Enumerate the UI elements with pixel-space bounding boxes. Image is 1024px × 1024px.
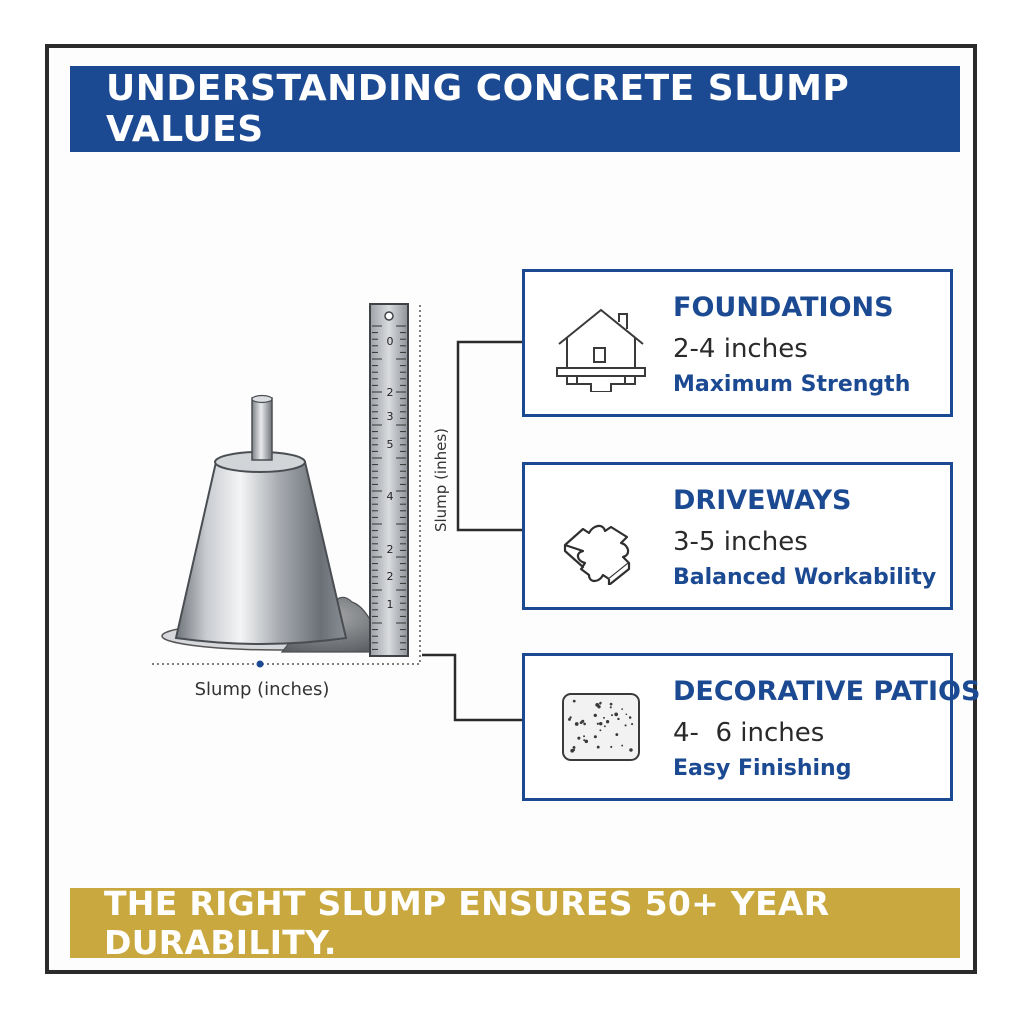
speckle [624,724,627,727]
speckle [584,739,589,744]
speckle [599,702,602,705]
ruler-tick-label: 2 [387,386,394,399]
ruler-tick-label: 2 [387,570,394,583]
speckle [599,729,602,732]
speckle [583,722,586,726]
ruler-tick-label: 1 [387,598,394,611]
slump-cone [174,461,348,645]
measuring-ruler [369,303,409,657]
speckle [596,722,599,725]
house-foundation-icon [556,308,646,392]
speckle [599,721,603,726]
base-axis-label: Slump (inches) [195,679,330,700]
speckled-slab-icon [562,693,640,761]
card-driveways: DRIVEWAYS 3-5 inches Balanced Workabilit… [522,462,953,610]
speckle [611,714,613,717]
speckle [625,713,628,716]
ruler-tick-label: 0 [387,335,394,348]
paver-puzzle-icon [563,524,631,585]
speckle [617,717,620,721]
speckle [573,748,576,752]
ruler-hang-hole [384,311,394,321]
card-slump-range: 4- 6 inches [673,718,825,748]
speckle [621,708,623,710]
card-title: DRIVEWAYS [673,485,852,516]
speckle [605,720,610,724]
speckle [603,725,606,728]
speckle [593,713,597,718]
speckle [621,744,624,747]
speckle [577,736,581,740]
speckle [610,745,613,749]
rod-top [251,394,273,404]
card-title: FOUNDATIONS [673,292,894,323]
speckle [583,739,586,742]
speckle [609,706,612,709]
speckle [574,722,579,726]
ruler-tick-label: 2 [387,543,394,556]
ruler-axis-label: Slump (inhes) [432,428,450,532]
card-benefit: Maximum Strength [673,372,911,397]
speckle [615,733,619,736]
speckle [631,723,634,726]
speckle [628,716,632,719]
speckle [597,705,601,709]
speckle [572,746,576,749]
tamping-rod [251,397,273,461]
speckle [614,712,619,717]
speckle [603,716,605,719]
page-title: UNDERSTANDING CONCRETE SLUMP VALUES [106,68,850,150]
speckle [596,745,600,749]
card-slump-range: 3-5 inches [673,527,808,557]
speckle [572,699,576,703]
card-benefit: Balanced Workability [673,565,937,590]
speckle [581,719,585,723]
title-banner: UNDERSTANDING CONCRETE SLUMP VALUES [70,66,960,152]
ruler-tick-label: 5 [387,438,394,451]
speckle [629,748,633,752]
baseline-marker-dot [256,660,264,668]
footer-banner: THE RIGHT SLUMP ENSURES 50+ YEAR DURABIL… [70,884,960,962]
ruler-tick-label: 3 [387,410,394,423]
speckle [568,717,571,721]
speckle [583,735,586,738]
patio-connector [422,653,522,722]
speckle [593,735,597,739]
bracket-connector [456,340,522,532]
ruler-tick-label: 4 [387,490,394,503]
card-decorative-patios: DECORATIVE PATIOS 4- 6 inches Easy Finis… [522,653,980,801]
speckle [609,702,613,706]
card-slump-range: 2-4 inches [673,334,808,364]
card-foundations: FOUNDATIONS 2-4 inches Maximum Strength [522,269,953,417]
card-title: DECORATIVE PATIOS [673,676,981,707]
footer-tagline: THE RIGHT SLUMP ENSURES 50+ YEAR DURABIL… [104,884,830,962]
card-benefit: Easy Finishing [673,756,852,781]
